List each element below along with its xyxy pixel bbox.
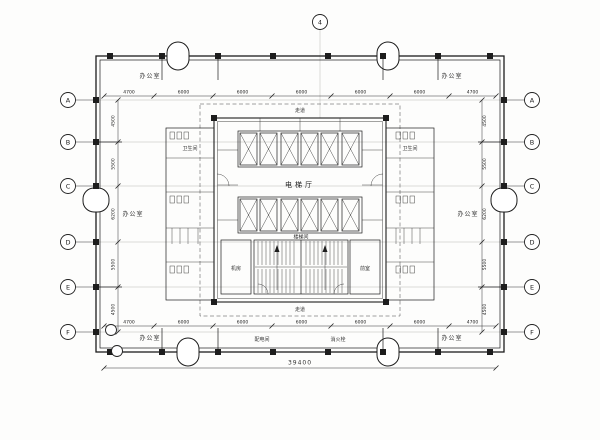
grid-label-left-f: F bbox=[66, 328, 70, 336]
dim-left-4: 5500 bbox=[111, 259, 117, 271]
elevator-bank-south bbox=[237, 196, 363, 234]
dim-left-3: 6200 bbox=[111, 208, 117, 220]
washroom-block-east bbox=[385, 127, 435, 301]
room-label-hydrant: 消火栓 bbox=[330, 336, 345, 343]
dimension-text-right: 4500 5500 6200 5500 4500 bbox=[482, 115, 488, 315]
stair-treads bbox=[257, 241, 343, 293]
room-label-toilet-right: 卫生间 bbox=[402, 145, 417, 152]
dim-bottom-5: 6000 bbox=[355, 320, 367, 326]
room-label-office-bottom-right: 办公室 bbox=[441, 334, 462, 342]
grid-label-right-c: C bbox=[530, 182, 535, 190]
dimension-lines bbox=[101, 93, 499, 371]
interior-partitions bbox=[96, 56, 504, 352]
grid-label-right-e: E bbox=[530, 283, 534, 291]
detail-bubble bbox=[111, 345, 123, 357]
grid-bubbles bbox=[60, 14, 540, 357]
elevator-bank-north bbox=[237, 130, 363, 168]
room-label-office-right: 办公室 bbox=[457, 210, 478, 218]
grid-label-right-b: B bbox=[530, 138, 534, 146]
dim-top-5: 6000 bbox=[355, 90, 367, 96]
room-label-corridor-top: 走道 bbox=[295, 107, 305, 114]
dim-left-5: 4500 bbox=[111, 304, 117, 316]
dim-top-4: 6000 bbox=[296, 90, 308, 96]
dim-top-1: 4700 bbox=[123, 90, 135, 96]
dim-top-2: 6000 bbox=[178, 90, 190, 96]
dim-right-1: 4500 bbox=[482, 115, 488, 127]
grid-label-left-d: D bbox=[65, 238, 70, 246]
dimension-text-left: 4500 5500 6200 5500 4500 bbox=[111, 115, 117, 315]
grid-label-top: 4 bbox=[318, 18, 322, 26]
room-label-office-bottom-left: 办公室 bbox=[139, 334, 160, 342]
facade-shaft-bumps bbox=[82, 41, 518, 367]
dim-bottom-6: 6000 bbox=[414, 320, 426, 326]
washroom-block-west bbox=[165, 127, 215, 301]
grid-label-right-d: D bbox=[529, 238, 534, 246]
dim-right-2: 5500 bbox=[482, 158, 488, 170]
dimension-text-top: 4700 6000 6000 6000 6000 6000 4700 bbox=[123, 90, 478, 96]
room-label-machine-room: 机房 bbox=[231, 265, 241, 272]
dim-bottom-1: 4700 bbox=[123, 320, 135, 326]
grid-leader-lines bbox=[75, 99, 525, 333]
grid-label-right-a: A bbox=[530, 96, 535, 104]
dim-left-1: 4500 bbox=[111, 115, 117, 127]
corridor-dashed-line bbox=[199, 103, 401, 317]
room-label-office-top-right: 办公室 bbox=[441, 72, 462, 80]
stair-wells bbox=[253, 239, 349, 295]
room-label-lobby: 前室 bbox=[360, 265, 370, 272]
grid-label-left-e: E bbox=[66, 283, 70, 291]
room-label-office-top-left: 办公室 bbox=[139, 72, 160, 80]
core-side-rooms bbox=[220, 239, 381, 295]
dim-right-5: 4500 bbox=[482, 304, 488, 316]
detail-bubble bbox=[105, 324, 117, 336]
room-label-stair: 楼梯间 bbox=[293, 234, 308, 241]
grid-bubble-labels: A B C D E F A B C D E F 4 bbox=[65, 18, 534, 336]
dim-top-3: 6000 bbox=[237, 90, 249, 96]
dim-bottom-2: 6000 bbox=[178, 320, 190, 326]
grid-label-left-b: B bbox=[66, 138, 70, 146]
grid-axis-lines bbox=[96, 29, 504, 333]
dim-bottom-7: 4700 bbox=[467, 320, 479, 326]
room-label-toilet-left: 卫生间 bbox=[182, 145, 197, 152]
dim-top-7: 4700 bbox=[467, 90, 479, 96]
grid-label-right-f: F bbox=[530, 328, 534, 336]
dim-bottom-4: 6000 bbox=[296, 320, 308, 326]
dim-bottom-3: 6000 bbox=[237, 320, 249, 326]
room-label-elevator-hall: 电梯厅 bbox=[285, 180, 315, 189]
dim-top-6: 6000 bbox=[414, 90, 426, 96]
dim-right-4: 5500 bbox=[482, 259, 488, 271]
dimension-text-bottom: 4700 6000 6000 6000 6000 6000 4700 bbox=[123, 320, 478, 326]
room-label-corridor-bottom: 走道 bbox=[295, 306, 305, 313]
dim-right-3: 6200 bbox=[482, 208, 488, 220]
dim-bottom-total: 39400 bbox=[288, 360, 312, 367]
room-labels: 办公室 办公室 办公室 办公室 办公室 办公室 卫生间 卫生间 走道 走道 电梯… bbox=[122, 72, 478, 343]
grid-label-left-c: C bbox=[66, 182, 71, 190]
dim-left-2: 5500 bbox=[111, 158, 117, 170]
grid-label-left-a: A bbox=[66, 96, 71, 104]
room-label-power-room: 配电间 bbox=[254, 336, 269, 343]
door-swing-arcs bbox=[216, 173, 384, 295]
room-label-office-left: 办公室 bbox=[122, 210, 143, 218]
stair-direction-arrows bbox=[276, 248, 326, 290]
